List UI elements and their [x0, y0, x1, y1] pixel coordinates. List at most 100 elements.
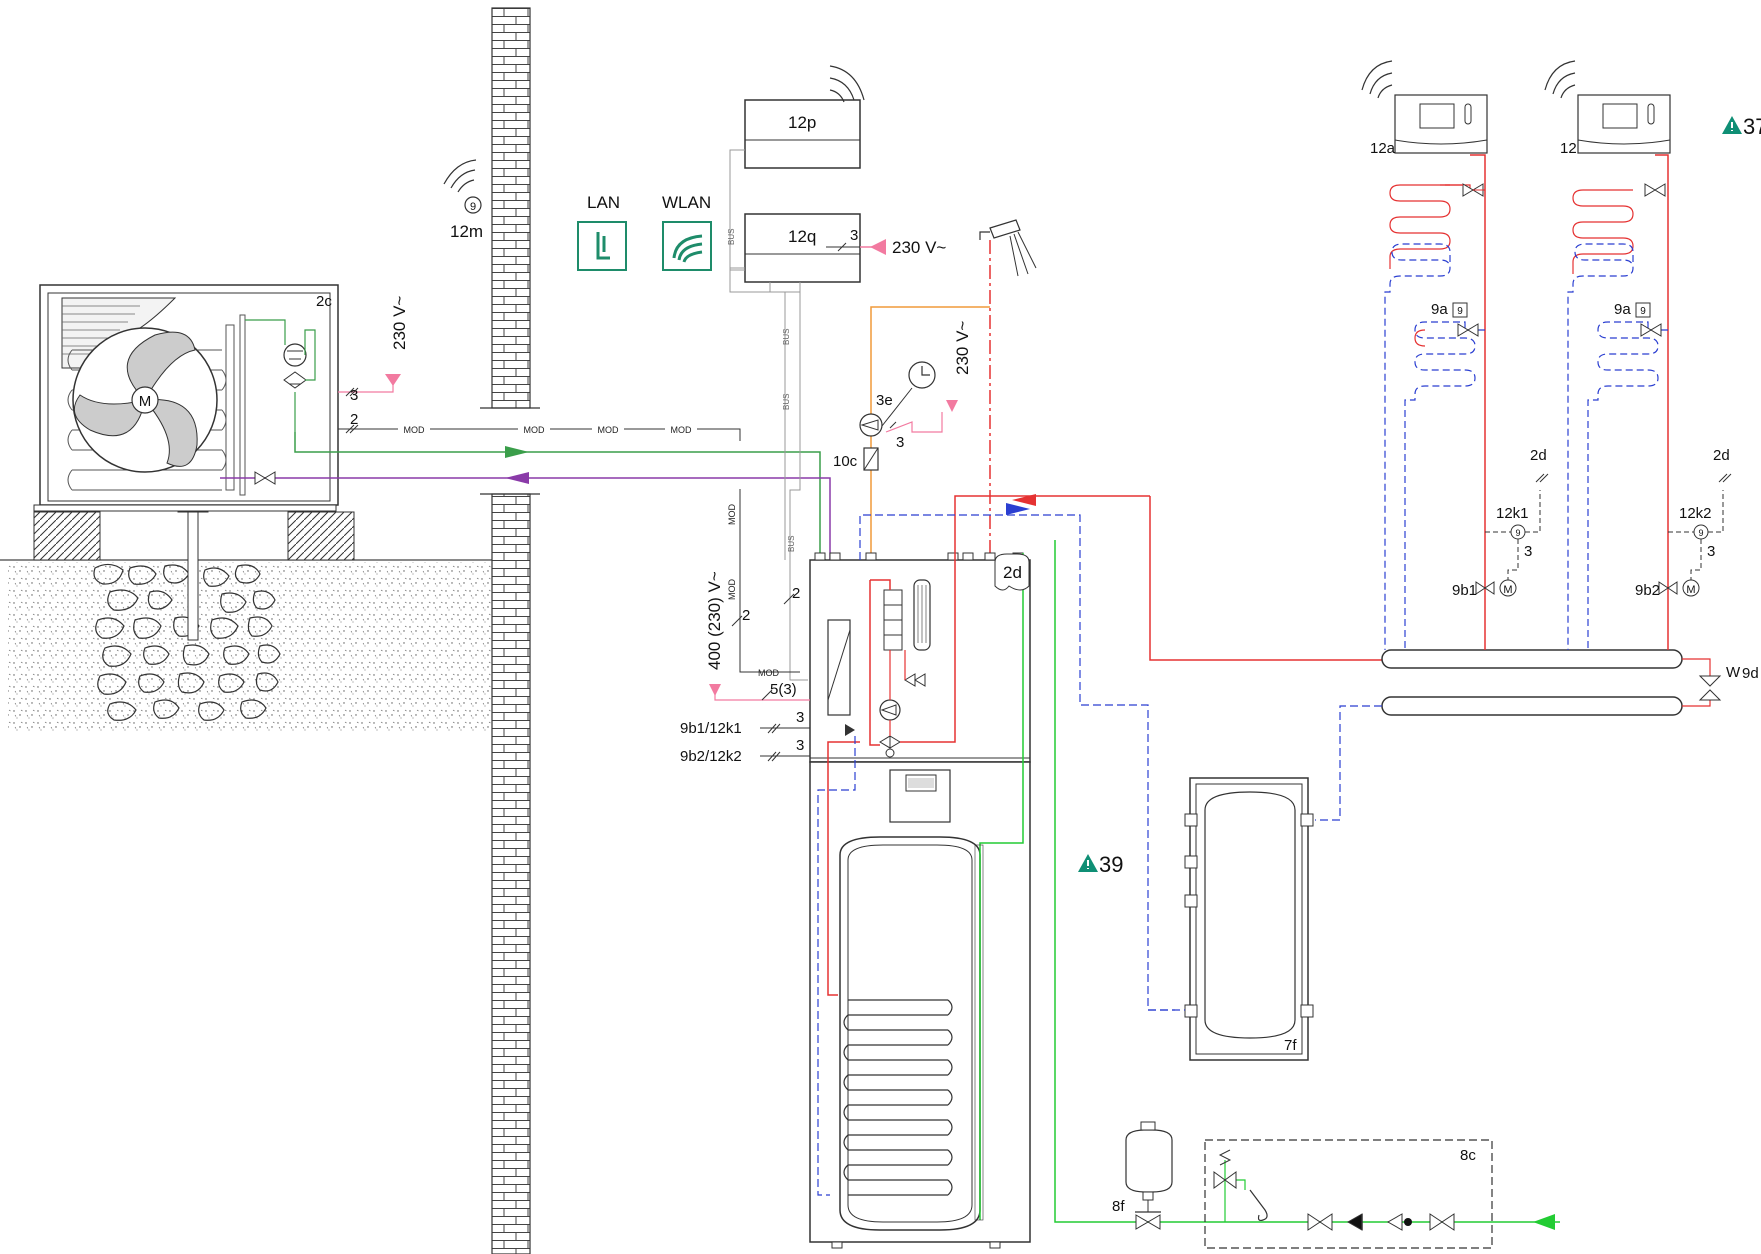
- wlan-module: WLAN: [662, 193, 712, 271]
- timer-clock-icon: [881, 361, 936, 427]
- bus-label-1: BUS: [727, 229, 736, 245]
- mod-label-4: MOD: [671, 425, 692, 435]
- relay-12k1-glyph: 9: [1515, 528, 1520, 538]
- bus-lines: [729, 149, 808, 681]
- valve-10c-label: 10c: [833, 453, 858, 470]
- controller-12p: 12p: [744, 65, 865, 169]
- note-37-label: 37: [1743, 114, 1761, 139]
- indoor-unit: 2d: [809, 494, 1175, 1249]
- motor-icon: M: [1682, 579, 1700, 597]
- controller-12q-label: 12q: [788, 227, 816, 246]
- outdoor-sensor-12m: 9 12m: [443, 159, 483, 241]
- zone2-motor-label: M: [1686, 584, 1695, 596]
- zone2-9a-label: 9a: [1614, 301, 1631, 318]
- wifi-icon: [1361, 60, 1393, 99]
- building-wall: [480, 7, 540, 1254]
- outdoor-heat-pump-unit: M 2c: [33, 284, 355, 561]
- warning-note-39: 39: [1078, 852, 1123, 877]
- zone1-actuator-glyph: 9: [1457, 306, 1463, 317]
- outdoor-wire-count-3: 3: [350, 387, 358, 404]
- check-valve-10c: [863, 447, 879, 471]
- mod-label-v2: MOD: [727, 579, 737, 600]
- controller-supply-label: 230 V~: [892, 238, 946, 257]
- fan-icon: M: [72, 327, 218, 473]
- heating-circuit: W 9d 9 9a M 9b1 9 12k1 3 2d: [1149, 154, 1759, 821]
- warning-triangle-icon: [1078, 854, 1098, 872]
- module-2d: 2d: [994, 553, 1030, 591]
- motor-icon: M: [1499, 579, 1517, 597]
- warning-note-37: 37: [1722, 114, 1761, 139]
- wire-9b1-label: 9b1/12k1: [680, 720, 742, 737]
- cold-water-supply: 8f 8c: [1054, 540, 1560, 1249]
- bypass-spring: W: [1726, 664, 1741, 681]
- bus-label-3: BUS: [782, 394, 791, 410]
- mod-count-2: 2: [742, 607, 750, 624]
- shower-head-icon: [979, 219, 1037, 277]
- wlan-label: WLAN: [662, 193, 711, 212]
- wifi-icon: [829, 65, 865, 103]
- group-8c-label: 8c: [1460, 1147, 1476, 1164]
- sensor-12m-label: 12m: [450, 222, 483, 241]
- bypass-9d-label: 9d: [1742, 665, 1759, 682]
- warning-triangle-icon: [1722, 116, 1742, 134]
- mod-wire-count-2: 2: [350, 411, 358, 428]
- bus-count-2: 2: [792, 585, 800, 602]
- room-12-label: 12: [1560, 140, 1577, 157]
- motor-label: M: [139, 393, 152, 410]
- ground: [0, 499, 492, 732]
- wire-9b2-label: 9b2/12k2: [680, 748, 742, 765]
- mod-label-3: MOD: [598, 425, 619, 435]
- bus-label-2: BUS: [782, 329, 791, 345]
- indoor-wiring: MOD MOD MOD 2 2 400 (230) V~ 5(3) 9b1/12…: [680, 489, 810, 765]
- valve-9b1-label: 9b1: [1452, 582, 1477, 599]
- wifi-icon: [443, 159, 477, 193]
- wlan-icon: [672, 234, 703, 263]
- controller-wire-count-3: 3: [850, 227, 858, 244]
- controller-12p-label: 12p: [788, 113, 816, 132]
- relay-12k1-count: 3: [1524, 543, 1532, 560]
- lan-label: LAN: [587, 193, 620, 212]
- valve-9b2-label: 9b2: [1635, 582, 1660, 599]
- sensor-12m-glyph: 9: [470, 201, 476, 213]
- room-controller-12: 12: [1544, 60, 1671, 157]
- wire-5-3-label: 5(3): [770, 681, 797, 698]
- expansion-8f-label: 8f: [1112, 1198, 1125, 1215]
- buffer-7f-label: 7f: [1284, 1037, 1297, 1054]
- wire-9b1-count: 3: [796, 709, 804, 726]
- zone1-9a-label: 9a: [1431, 301, 1448, 318]
- controller-12q: 12q: [744, 213, 861, 283]
- relay-12k2-glyph: 9: [1698, 528, 1703, 538]
- stone-bed: [93, 563, 281, 721]
- module-2d-label: 2d: [1003, 563, 1022, 582]
- outdoor-supply-label: 230 V~: [390, 296, 409, 350]
- mod-label-h: MOD: [758, 668, 779, 678]
- pump-supply-label: 230 V~: [953, 321, 972, 375]
- relay-12k2-label: 12k2: [1679, 505, 1712, 522]
- buffer-tank-7f: 7f: [1184, 777, 1314, 1061]
- lan-module: LAN: [577, 193, 627, 271]
- controller-power-feed: 3 230 V~: [826, 227, 946, 257]
- pump-icon: [859, 413, 883, 437]
- outdoor-unit-label: 2c: [316, 293, 332, 310]
- main-supply-label: 400 (230) V~: [705, 571, 724, 670]
- modbus-line: 2 MOD MOD MOD MOD: [338, 411, 741, 441]
- room-controller-12a: 12a: [1361, 60, 1488, 157]
- zone1-motor-label: M: [1503, 584, 1512, 596]
- pump-wire-count-3: 3: [896, 434, 904, 451]
- mod-label-2: MOD: [524, 425, 545, 435]
- expansion-vessel-8f: [1125, 1121, 1173, 1230]
- zone2-2d-label: 2d: [1713, 447, 1730, 464]
- mod-label-v1: MOD: [727, 504, 737, 525]
- wire-9b2-count: 3: [796, 737, 804, 754]
- bus-label-4: BUS: [787, 536, 796, 552]
- outdoor-power-feed: 230 V~ 3: [338, 296, 409, 404]
- lan-icon: [596, 232, 610, 260]
- pump-3e-label: 3e: [876, 392, 893, 409]
- motor-icon: M: [131, 386, 159, 414]
- zone2-actuator-glyph: 9: [1640, 306, 1646, 317]
- safety-group-8c: 8c: [1204, 1139, 1493, 1249]
- note-39-label: 39: [1099, 852, 1123, 877]
- zone1-2d-label: 2d: [1530, 447, 1547, 464]
- relay-12k1-label: 12k1: [1496, 505, 1529, 522]
